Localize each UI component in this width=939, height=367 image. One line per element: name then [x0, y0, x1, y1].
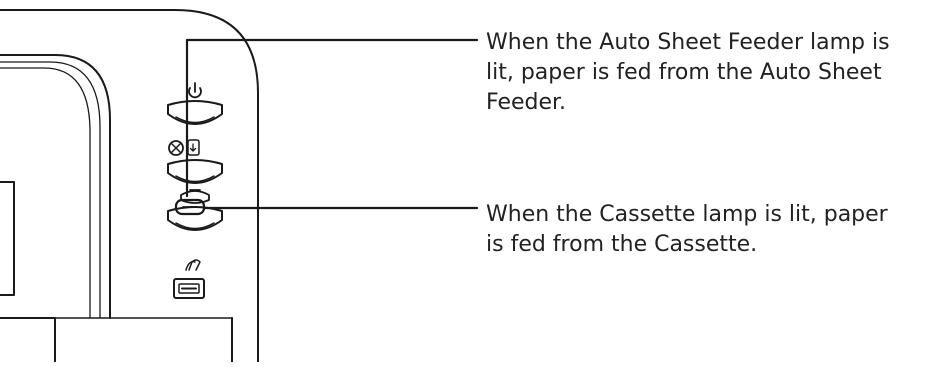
paper-feed-switch-button[interactable] — [167, 206, 223, 231]
front-housing-inner — [0, 67, 91, 319]
usb-port-icon[interactable] — [173, 278, 205, 299]
callout-line: is fed from the Cassette. — [486, 232, 758, 257]
auto-sheet-feeder-lamp-icon — [180, 189, 210, 204]
stop-reset-icon — [168, 140, 184, 156]
callout-line: When the Cassette lamp is lit, paper — [486, 202, 888, 227]
paper-slot — [0, 181, 15, 296]
callout-line: When the Auto Sheet Feeder lamp is — [486, 30, 890, 55]
callout-line: lit, paper is fed from the Auto Sheet — [486, 60, 882, 85]
printer-bottom-left-edge — [0, 317, 56, 363]
cassette-callout: When the Cassette lamp is lit, paper is … — [486, 200, 888, 260]
power-icon — [188, 82, 202, 99]
printer-body-outline — [0, 9, 259, 321]
auto-sheet-feeder-callout: When the Auto Sheet Feeder lamp is lit, … — [486, 28, 890, 118]
leader-line-auto-sheet-feeder — [185, 38, 479, 198]
callout-line: Feeder. — [486, 90, 567, 115]
power-button[interactable] — [167, 100, 223, 125]
resume-icon — [187, 139, 200, 156]
front-housing-outer — [0, 54, 111, 319]
pictbridge-icon — [185, 259, 201, 271]
front-housing-mid — [0, 61, 101, 319]
resume-cancel-button[interactable] — [167, 159, 223, 184]
